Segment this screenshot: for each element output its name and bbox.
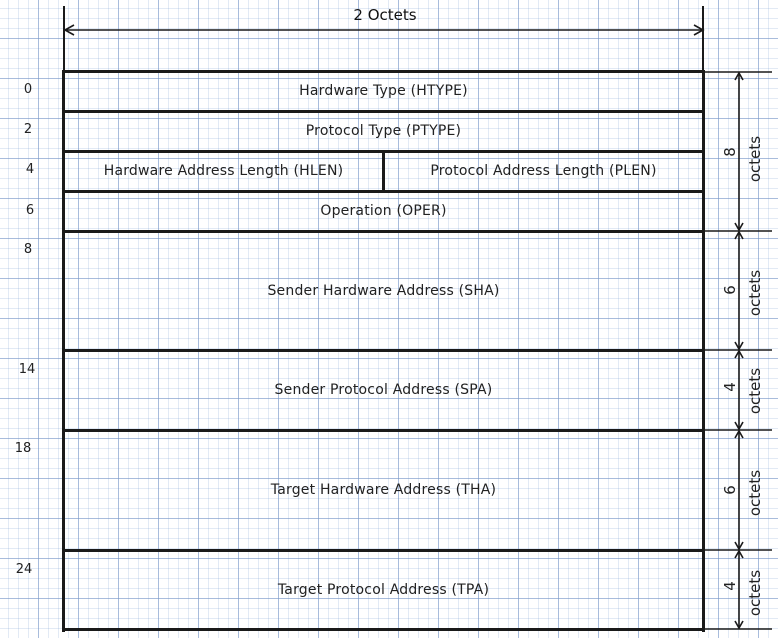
- width-arrow: [63, 24, 705, 36]
- field-plen: Protocol Address Length (PLEN): [430, 163, 657, 179]
- table-bottom-border: [63, 628, 705, 631]
- row-divider: [63, 349, 705, 352]
- offset-label: 4: [25, 162, 35, 177]
- offset-label: 0: [23, 82, 33, 97]
- size-unit-label: octets: [746, 469, 764, 517]
- field-ptype: Protocol Type (PTYPE): [305, 123, 462, 139]
- width-label: 2 Octets: [353, 6, 417, 24]
- offset-label: 8: [23, 242, 33, 257]
- offset-label: 18: [14, 441, 32, 456]
- field-spa: Sender Protocol Address (SPA): [274, 382, 493, 398]
- top-right-guide-line: [702, 6, 704, 72]
- column-divider: [382, 150, 385, 192]
- size-count-label: 4: [721, 581, 739, 591]
- size-count-label: 6: [721, 485, 739, 495]
- row-divider: [63, 230, 705, 233]
- offset-label: 2: [23, 122, 33, 137]
- size-count-label: 4: [721, 382, 739, 392]
- size-unit-label: octets: [746, 569, 764, 617]
- top-left-guide-line: [63, 6, 65, 72]
- table-top-border: [63, 70, 705, 73]
- row-divider: [63, 549, 705, 552]
- size-count-label: 6: [721, 285, 739, 295]
- field-sha: Sender Hardware Address (SHA): [267, 282, 500, 299]
- field-hlen: Hardware Address Length (HLEN): [103, 163, 344, 179]
- size-unit-label: octets: [746, 367, 764, 415]
- offset-label: 14: [18, 362, 36, 377]
- size-brackets: [704, 71, 772, 630]
- offset-label: 6: [25, 203, 35, 218]
- field-tha: Target Hardware Address (THA): [270, 482, 497, 498]
- field-tpa: Target Protocol Address (TPA): [277, 581, 490, 598]
- offset-label: 24: [15, 562, 33, 577]
- row-divider: [63, 429, 705, 432]
- size-unit-label: octets: [746, 269, 764, 317]
- field-htype: Hardware Type (HTYPE): [299, 83, 468, 99]
- field-oper: Operation (OPER): [320, 203, 447, 219]
- row-divider: [63, 110, 705, 113]
- size-count-label: 8: [721, 147, 739, 157]
- size-unit-label: octets: [746, 135, 764, 183]
